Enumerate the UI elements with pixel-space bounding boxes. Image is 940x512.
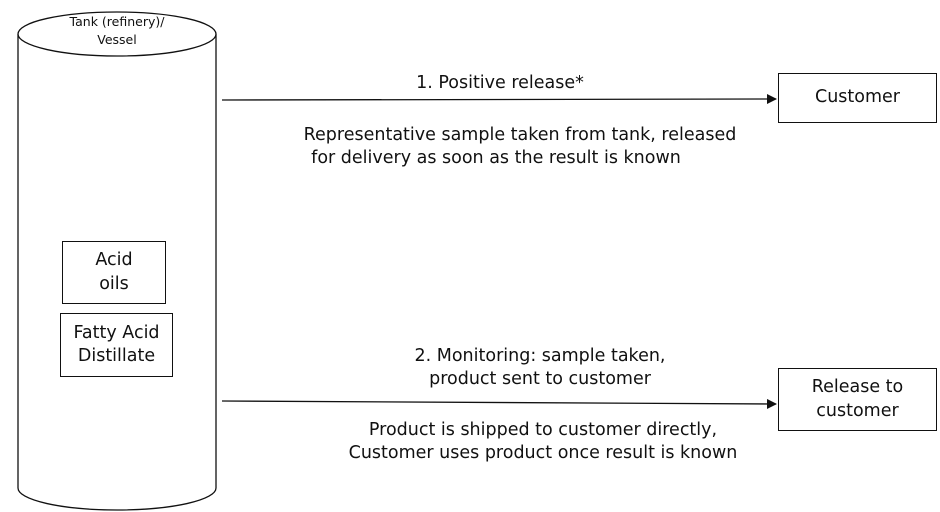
content-label-fatty-acid-distillate: Fatty Acid Distillate [73, 322, 160, 366]
flow-1-note-line-1: Representative sample taken from tank, r… [303, 125, 737, 145]
flow-1-note: Representative sample taken from tank, r… [295, 124, 745, 171]
destination-label-release-to-customer: Release to customer [811, 377, 904, 421]
flow-1-note-line-2: for delivery as soon as the result is kn… [311, 148, 681, 169]
flow-2-arrow [221, 398, 777, 409]
destination-label-customer: Customer [814, 87, 900, 108]
flow-2-note: Product is shipped to customer directly,… [318, 419, 768, 466]
flow-2-title-line-2: product sent to customer [429, 369, 651, 390]
tank-label: Tank (refinery)/ Vessel [47, 13, 187, 49]
destination-box-release-to-customer: Release to customer [778, 368, 937, 431]
tank-label-line-1: Tank (refinery)/ [69, 14, 165, 29]
content-label-acid-oils: Acid oils [95, 250, 133, 294]
flow-2-note-line-1: Product is shipped to customer directly, [368, 420, 718, 440]
flow-1-title: 1. Positive release* [416, 73, 584, 93]
content-box-acid-oils: Acid oils [62, 241, 166, 304]
tank-label-line-2: Vessel [97, 32, 137, 48]
tank-cylinder-top [17, 11, 217, 57]
flow-2-title-line-1: 2. Monitoring: sample taken, [414, 346, 666, 366]
content-box-fatty-acid-distillate: Fatty Acid Distillate [60, 313, 173, 377]
flow-2-title: 2. Monitoring: sample taken, product sen… [380, 345, 700, 392]
destination-box-customer: Customer [778, 73, 937, 123]
flow-1-arrow [221, 94, 777, 105]
flow-2-note-line-2: Customer uses product once result is kno… [348, 443, 738, 464]
